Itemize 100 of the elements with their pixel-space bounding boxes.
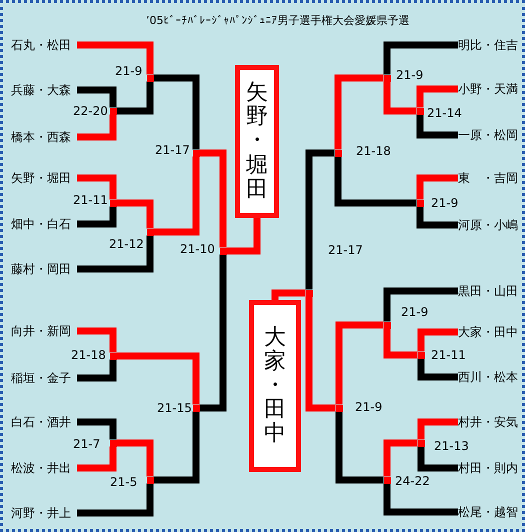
team-name: 橋本・西森 <box>11 130 77 144</box>
bracket-line <box>77 236 154 272</box>
score-label: 21-13 <box>434 439 469 453</box>
bracket-line <box>384 440 418 476</box>
winner-box <box>235 65 279 218</box>
score-label: 21-9 <box>396 68 424 82</box>
bracket-line <box>384 328 418 358</box>
score-label: 21-9 <box>431 196 458 210</box>
score-label: 21-11 <box>73 193 108 207</box>
team-name: 村井・安気 <box>458 415 524 429</box>
bracket-junction <box>306 290 312 296</box>
bracket-junction <box>110 108 116 114</box>
bracket-junction <box>146 476 154 484</box>
bracket-line <box>418 328 458 352</box>
team-name: 石丸・松田 <box>11 38 77 52</box>
bracket-line <box>416 86 458 108</box>
bracket-junction <box>146 228 154 236</box>
bracket-line <box>77 418 116 440</box>
bracket-line <box>77 114 116 140</box>
score-label: 21-5 <box>110 475 138 489</box>
team-name: 矢野・堀田 <box>11 171 77 185</box>
bracket-junction <box>418 440 424 446</box>
team-name: 稲垣・金子 <box>11 371 77 385</box>
score-label: 21-9 <box>115 64 142 78</box>
bracket-line <box>416 114 458 138</box>
bracket-line <box>306 150 334 290</box>
bracket-line <box>226 218 260 254</box>
bracket-line <box>77 360 116 382</box>
bracket-line <box>336 322 384 404</box>
team-name: 松波・井出 <box>11 461 77 475</box>
bracket-junction <box>220 248 226 254</box>
bracket-junction <box>110 352 116 360</box>
bracket-line <box>418 446 458 472</box>
score-label: 21-18 <box>356 144 391 158</box>
bracket-line <box>384 288 458 322</box>
score-label: 22-20 <box>73 104 108 118</box>
team-name: 村田・則内 <box>458 461 524 475</box>
team-name: 一原・松岡 <box>458 128 524 142</box>
bracket-line <box>272 290 306 300</box>
bracket-junction <box>384 476 390 484</box>
team-name: 河野・井上 <box>11 506 77 520</box>
bracket-line <box>154 412 200 484</box>
team-name: 畑中・白石 <box>11 217 77 231</box>
bracket-junction <box>384 322 390 328</box>
title: ’05ﾋﾞｰﾁﾊﾞﾚｰｼﾞｬﾊﾟﾝｼﾞｭﾆｱ男子選手権大会愛媛県予選 <box>146 13 410 28</box>
bracket-line <box>116 440 154 476</box>
score-label: 21-15 <box>157 401 192 415</box>
team-name: 白石・酒井 <box>11 415 77 429</box>
bracket-line <box>200 150 226 248</box>
team-name: 大家・田中 <box>458 325 524 339</box>
bracket-junction <box>110 200 116 206</box>
team-name: 藤村・岡田 <box>11 262 77 276</box>
bracket-line <box>77 484 154 516</box>
bracket-line <box>77 42 154 74</box>
bracket-line <box>77 446 116 472</box>
team-name: 兵藤・大森 <box>11 83 77 97</box>
bracket-line <box>306 296 336 412</box>
bracket-line <box>418 418 458 440</box>
score-label: 21-12 <box>109 237 144 251</box>
bracket-line <box>336 412 384 484</box>
score-label: 21-9 <box>355 400 382 414</box>
bracket-line <box>116 82 154 114</box>
bracket-line <box>384 484 458 516</box>
score-label: 21-17 <box>328 243 363 257</box>
bracket-junction <box>336 404 342 412</box>
bracket-line <box>77 86 116 108</box>
score-label: 21-18 <box>71 348 106 362</box>
bracket-line <box>416 206 458 228</box>
bracket-line <box>116 352 200 404</box>
score-label: 21-14 <box>427 106 462 120</box>
bracket-line <box>154 156 200 236</box>
score-label: 21-9 <box>401 305 428 319</box>
team-name: 大家・田中 <box>264 326 286 446</box>
team-name: 西川・松本 <box>458 370 524 384</box>
bracket-line <box>77 206 116 228</box>
bracket-line <box>416 174 458 200</box>
bracket-line <box>154 74 200 150</box>
winner-box <box>249 300 301 472</box>
score-label: 21-7 <box>73 437 100 451</box>
score-label: 21-17 <box>155 143 190 157</box>
team-name: 松尾・越智 <box>458 505 524 519</box>
team-name: 河原・小嶋 <box>458 218 524 232</box>
bracket-line <box>334 74 384 150</box>
score-label: 21-11 <box>431 348 466 362</box>
team-name: 東 ・吉岡 <box>458 171 524 185</box>
team-name: 明比・住吉 <box>458 38 524 52</box>
bracket-line <box>384 82 416 114</box>
team-name: 黒田・山田 <box>458 284 524 298</box>
bracket-line <box>200 254 226 412</box>
bracket-junction <box>416 108 424 114</box>
bracket-line <box>77 328 116 352</box>
bracket-junction <box>416 200 424 206</box>
bracket-line <box>77 174 116 200</box>
bracket-line <box>334 156 416 206</box>
bracket-junction <box>334 150 342 156</box>
bracket-junction <box>384 74 390 82</box>
bracket-junction <box>146 74 154 82</box>
score-label: 24-22 <box>395 474 430 488</box>
score-label: 21-10 <box>180 242 215 256</box>
bracket-line <box>418 358 458 380</box>
